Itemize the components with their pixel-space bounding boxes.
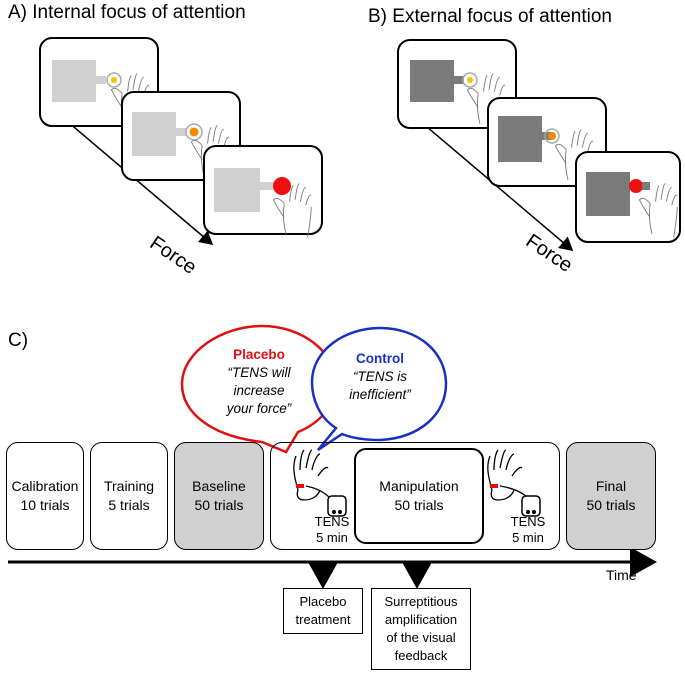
- control-speech-bubble: [310, 326, 448, 452]
- manipulation-box: Manipulation 50 trials: [354, 448, 484, 544]
- panel-a-title: A) Internal focus of attention: [8, 2, 246, 23]
- final-phase-box: Final 50 trials: [566, 442, 656, 550]
- surreptitious-line-3: of the visual: [386, 630, 456, 645]
- panel-b-frame-low: [397, 39, 517, 129]
- baseline-phase-box: Baseline 50 trials: [174, 442, 264, 550]
- calibration-phase-box: Calibration 10 trials: [6, 442, 84, 550]
- placebo-bubble-text: Placebo “TENS will increase your force”: [194, 346, 324, 418]
- surreptitious-line-1: Surreptitious: [384, 594, 458, 609]
- placebo-treatment-line-1: Placebo: [299, 594, 347, 609]
- control-bubble-text: Control “TENS is inefficient”: [318, 350, 442, 404]
- final-label: Final: [595, 478, 627, 494]
- tens-left-label: TENS 5 min: [306, 514, 358, 546]
- tens-right-device-name: TENS: [510, 514, 546, 529]
- calibration-label: Calibration: [11, 478, 79, 494]
- placebo-treatment-line-2: treatment: [295, 612, 351, 627]
- baseline-trials: 50 trials: [194, 497, 244, 513]
- focus-panels-illustration: [39, 37, 681, 251]
- placebo-heading: Placebo: [233, 347, 285, 362]
- tens-hand-right-illustration: [487, 449, 541, 517]
- tens-left-duration: 5 min: [316, 530, 348, 545]
- tens-right-duration: 5 min: [512, 530, 544, 545]
- tens-left-device-name: TENS: [314, 514, 350, 529]
- control-quote-line-1: “TENS is: [353, 369, 407, 384]
- final-trials: 50 trials: [586, 497, 636, 513]
- panel-a-frame-high: [203, 145, 323, 239]
- panel-b-title: B) External focus of attention: [368, 6, 612, 27]
- panel-c-graphics: [8, 324, 657, 589]
- placebo-treatment-note: Placebo treatment: [283, 588, 363, 634]
- placebo-quote-line-1: “TENS will: [227, 365, 291, 380]
- placebo-quote-line-3: your force”: [226, 401, 292, 416]
- training-trials: 5 trials: [108, 497, 150, 513]
- panel-c-title: C): [8, 330, 29, 351]
- placebo-quote-line-2: increase: [233, 383, 285, 398]
- training-phase-box: Training 5 trials: [90, 442, 168, 550]
- manipulation-phase-container: [270, 442, 560, 550]
- surreptitious-line-2: amplification: [384, 612, 458, 627]
- manipulation-trials: 50 trials: [394, 497, 444, 513]
- calibration-trials: 10 trials: [20, 497, 70, 513]
- control-heading: Control: [356, 351, 404, 366]
- manipulation-label: Manipulation: [379, 478, 459, 494]
- tens-hand-left-illustration: [293, 449, 347, 517]
- training-label: Training: [103, 478, 155, 494]
- surreptitious-line-4: feedback: [394, 648, 448, 663]
- surreptitious-amplification-note: Surreptitious amplification of the visua…: [371, 588, 471, 670]
- time-axis-label: Time: [606, 567, 637, 583]
- baseline-label: Baseline: [192, 478, 246, 494]
- panel-b-frame-high: [575, 151, 681, 243]
- control-quote-line-2: inefficient”: [349, 387, 411, 402]
- tens-right-label: TENS 5 min: [500, 514, 556, 546]
